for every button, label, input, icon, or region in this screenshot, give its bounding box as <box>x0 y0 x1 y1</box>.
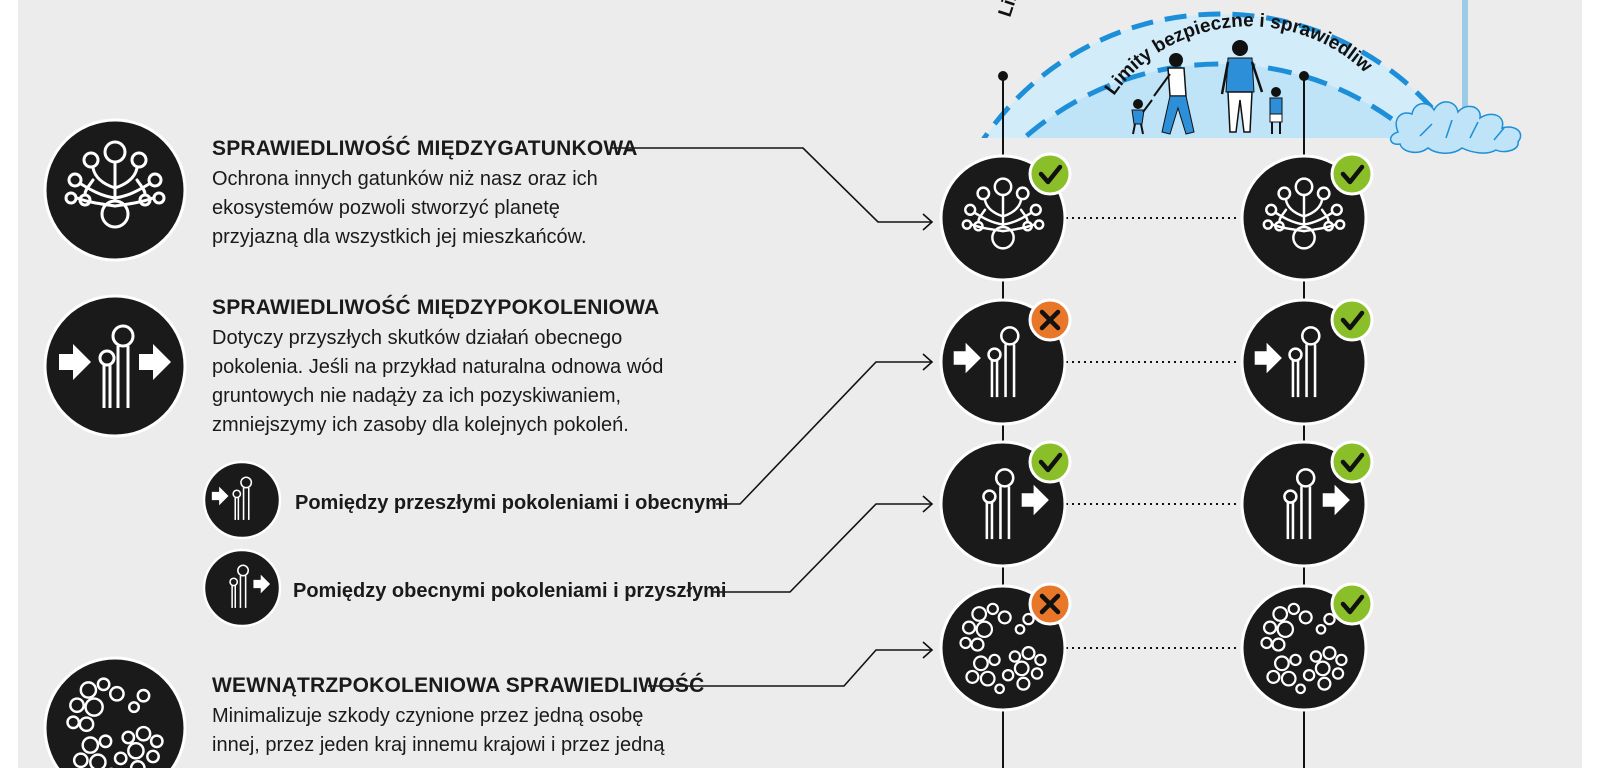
safe-limits-arc <box>981 0 1468 138</box>
intergen-line: zmniejszymy ich zasoby dla kolejnych pok… <box>212 414 629 436</box>
row-dotted-connectors <box>1066 217 1240 649</box>
cross-icon <box>1030 584 1070 624</box>
check-icon <box>1030 154 1070 194</box>
species-justice-description: Ochrona innych gatunków niż nasz oraz ic… <box>212 165 672 252</box>
intergen-justice-title: SPRAWIEDLIWOŚĆ MIĘDZYPOKOLENIOWA <box>212 296 660 319</box>
species-line: Ochrona innych gatunków niż nasz oraz ic… <box>212 168 598 190</box>
species-line: przyjazną dla wszystkich jej mieszkańców… <box>212 226 587 248</box>
intragen-justice-description: Minimalizuje szkody czynione przez jedną… <box>212 702 682 760</box>
bubbles-icon <box>43 656 187 768</box>
intragen-justice-title: WEWNĄTRZPOKOLENIOWA SPRAWIEDLIWOŚĆ <box>212 674 705 697</box>
species-line: ekosystemów pozwoli stworzyć planetę <box>212 197 560 219</box>
intergen-line: Dotyczy przyszłych skutków działań obecn… <box>212 327 623 349</box>
intragen-line: innej, przez jeden kraj innemu krajowi i… <box>212 734 665 756</box>
intergen-line: gruntowych nie nadąży za ich pozyskiwani… <box>212 385 622 407</box>
intragen-line: Minimalizuje szkody czynione przez jedną… <box>212 705 644 727</box>
right-stem-dot <box>1299 71 1309 81</box>
check-icon <box>1332 154 1372 194</box>
future-generations-label: Pomiędzy obecnymi pokoleniami i przyszły… <box>293 580 727 602</box>
generation-past-icon <box>202 460 282 540</box>
leader-lines <box>612 147 934 687</box>
tree-icon <box>43 118 187 262</box>
left-stem-dot <box>998 71 1008 81</box>
check-icon <box>1332 584 1372 624</box>
outer-arc-label: Lim <box>995 0 1025 20</box>
intergen-justice-description: Dotyczy przyszłych skutków działań obecn… <box>212 324 682 440</box>
check-icon <box>1332 300 1372 340</box>
cross-icon <box>1030 300 1070 340</box>
generation-future-icon <box>202 548 282 628</box>
check-icon <box>1030 442 1070 482</box>
bush-illustration <box>1389 101 1522 154</box>
past-generations-label: Pomiędzy przeszłymi pokoleniami i obecny… <box>295 492 729 514</box>
intergen-line: pokolenia. Jeśli na przykład naturalna o… <box>212 356 664 378</box>
species-justice-title: SPRAWIEDLIWOŚĆ MIĘDZYGATUNKOWA <box>212 137 638 160</box>
generation-arrow-icon <box>43 294 187 438</box>
check-icon <box>1332 442 1372 482</box>
family-illustration <box>1131 40 1283 135</box>
